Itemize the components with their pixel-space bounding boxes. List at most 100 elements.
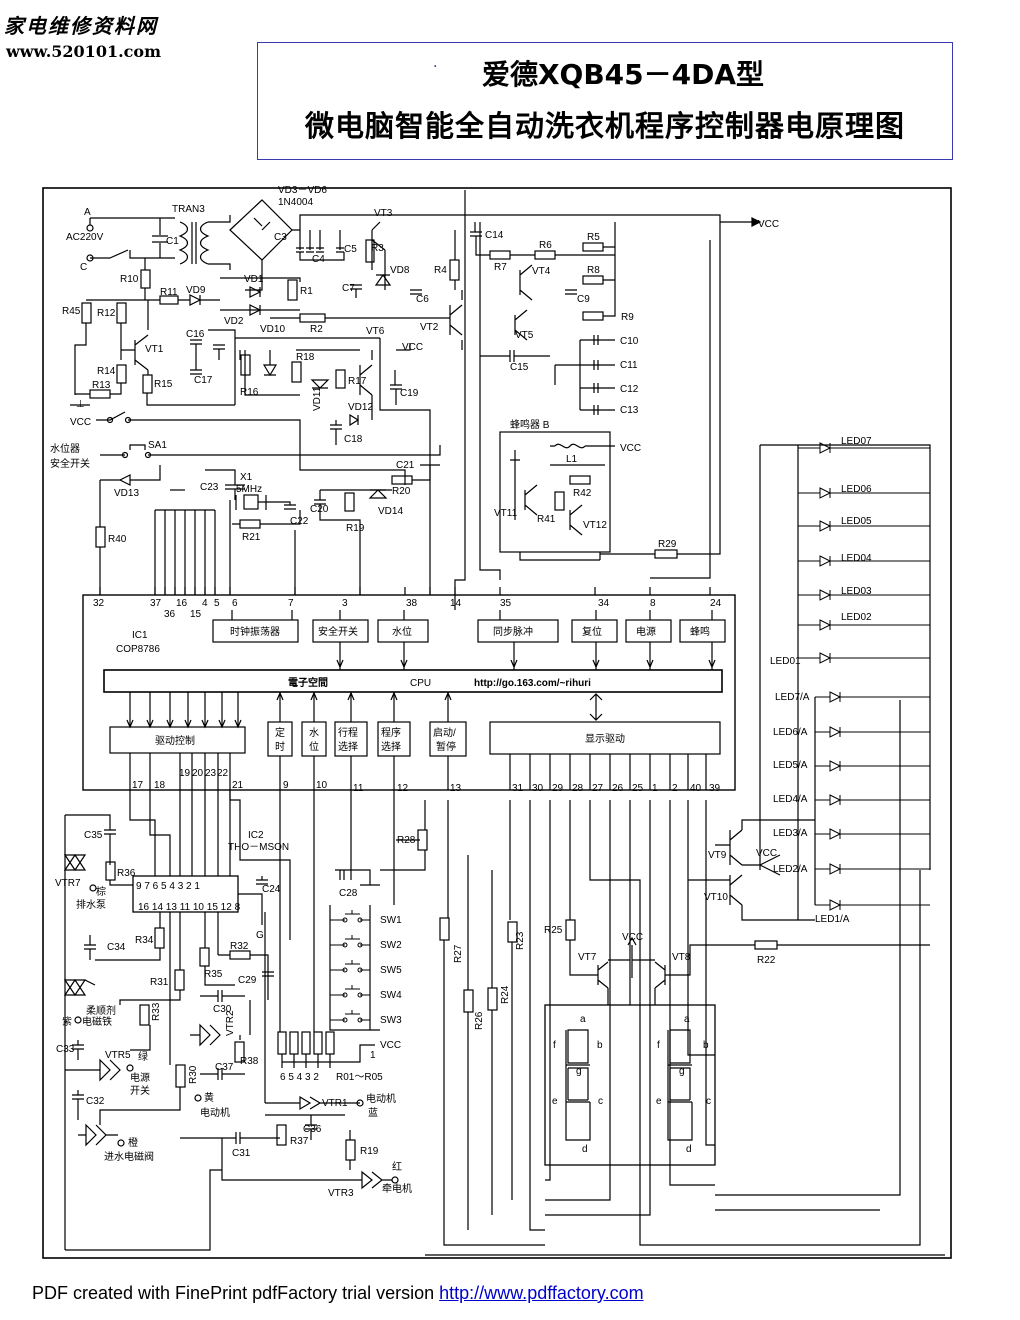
c23-label: C23 xyxy=(200,482,219,493)
sw1-label: SW1 xyxy=(380,915,402,926)
vd11-label: VD11 xyxy=(312,386,323,411)
pin-40: 40 xyxy=(690,783,702,794)
r29-label: R29 xyxy=(658,539,677,550)
block-stroke-select-2: 选择 xyxy=(338,740,358,753)
led05-label: LED05 xyxy=(841,516,872,527)
block-display-drive: 显示驱动 xyxy=(585,733,625,745)
schematic-frame xyxy=(42,187,952,1259)
vt11-label: VT11 xyxy=(494,508,518,519)
block-timer: 定 xyxy=(275,726,285,739)
led4a-label: LED4/A xyxy=(773,794,808,805)
seg2-d: d xyxy=(686,1144,692,1155)
pin-8: 8 xyxy=(650,598,656,609)
r33-label: R33 xyxy=(151,1002,162,1021)
node-a-label: A xyxy=(84,207,91,218)
r42-label: R42 xyxy=(573,488,592,499)
seg2-f: f xyxy=(657,1040,660,1051)
led-array-right: LED07 LED06 LED05 LED04 LED03 LED02 LED0… xyxy=(688,436,931,925)
cpu-label: CPU xyxy=(410,678,431,689)
sw3-label: SW3 xyxy=(380,1015,402,1026)
r25-label: R25 xyxy=(544,925,563,936)
tractor-label: 牵电机 xyxy=(382,1182,412,1195)
c15-label: C15 xyxy=(510,362,529,373)
pin-28: 28 xyxy=(572,783,584,794)
led02-label: LED02 xyxy=(841,612,872,623)
r4-label: R4 xyxy=(434,265,447,276)
pin-36: 36 xyxy=(164,609,176,620)
site-url[interactable]: www.520101.com xyxy=(6,42,161,61)
c18-label: C18 xyxy=(344,434,363,445)
r28-label: R28 xyxy=(397,835,416,846)
c19-label: C19 xyxy=(400,388,419,399)
c7-label: C7 xyxy=(342,283,355,294)
vtr5-label: VTR5 xyxy=(105,1050,131,1061)
block-reset: 复位 xyxy=(582,625,602,638)
r26-label: R26 xyxy=(474,1011,485,1030)
inlet-valve-label: 进水电磁阀 xyxy=(104,1150,154,1163)
led04-label: LED04 xyxy=(841,553,872,564)
block-drive-control: 驱动控制 xyxy=(155,734,195,747)
c21-label: C21 xyxy=(396,460,415,471)
pin-31: 31 xyxy=(512,783,524,794)
vd13-label: VD13 xyxy=(114,488,139,499)
seg2-a: a xyxy=(684,1014,690,1025)
vcc-buzzer-label: VCC xyxy=(620,443,641,454)
c1-label: C1 xyxy=(166,236,179,247)
vt9-label: VT9 xyxy=(708,850,727,861)
r9-label: R9 xyxy=(621,312,634,323)
led03-label: LED03 xyxy=(841,586,872,597)
c6-label: C6 xyxy=(416,294,429,305)
pin-35: 35 xyxy=(500,598,512,609)
vcc-mid-label: VCC xyxy=(402,342,423,353)
gnd-left: ⊥ xyxy=(76,399,85,410)
bridge-label: VD3－VD6 xyxy=(278,185,327,196)
buzzer-label: 蜂鸣器 B xyxy=(510,418,550,431)
tractor-color-label: 红 xyxy=(392,1160,402,1173)
node-c-label: C xyxy=(80,262,87,273)
clock-oscillator: X1 5MHz C23 R21 C22 C20 R19 VD14 R20 C21 xyxy=(154,460,440,595)
footer-link[interactable]: http://www.pdffactory.com xyxy=(439,1283,644,1303)
c32-label: C32 xyxy=(86,1096,105,1107)
pin-18: 18 xyxy=(154,780,166,791)
transformer-label: TRAN3 xyxy=(172,204,205,215)
c35-label: C35 xyxy=(84,830,103,841)
motor-yellow-label: 电动机 xyxy=(200,1106,230,1119)
r36-label: R36 xyxy=(117,868,136,879)
ic2-pins-top: 9 7 6 5 4 3 2 1 xyxy=(136,881,200,892)
seg1-f: f xyxy=(553,1040,556,1051)
r13-label: R13 xyxy=(92,380,111,391)
softener-color-label: 紫 xyxy=(62,1016,72,1028)
l1-label: L1 xyxy=(566,454,578,465)
block-water: 水 xyxy=(309,727,319,739)
r0x-pins: 6 5 4 3 2 xyxy=(280,1072,319,1083)
block-safety: 安全开关 xyxy=(318,625,358,638)
inlet-color-label: 橙 xyxy=(128,1136,138,1149)
r41-label: R41 xyxy=(537,514,556,525)
pin-29: 29 xyxy=(552,783,564,794)
ac-label: AC220V xyxy=(66,232,104,243)
title-line1: 爱德XQB45－4DA型 xyxy=(481,58,765,91)
sa1-label: SA1 xyxy=(148,440,167,451)
resistor-array-label: R01～R05 xyxy=(336,1072,383,1083)
r19b-label: R19 xyxy=(360,1146,379,1157)
seg1-g: g xyxy=(576,1066,582,1077)
cpu-banner-url[interactable]: http://go.163.com/~rihuri xyxy=(474,678,591,689)
cpu-banner: 電子空間 xyxy=(288,676,328,689)
r2-label: R2 xyxy=(310,324,323,335)
r45-label: R45 xyxy=(62,306,81,317)
pin-26: 26 xyxy=(612,783,624,794)
vd14-label: VD14 xyxy=(378,506,403,517)
buzzer-circuit: 蜂鸣器 B VCC L1 R42 VT11 R41 VT12 R29 xyxy=(494,222,721,579)
sw4-label: SW4 xyxy=(380,990,402,1001)
r3-label: R3 xyxy=(371,243,384,254)
vd8-label: VD8 xyxy=(390,265,410,276)
pin-23: 23 xyxy=(205,768,217,779)
led3a-label: LED3/A xyxy=(773,828,808,839)
block-program-select-2: 选择 xyxy=(381,740,401,753)
block-power: 电源 xyxy=(636,625,656,638)
ic2-name-label: IC2 xyxy=(248,830,264,841)
block-stroke-select: 行程 xyxy=(338,726,358,739)
r10-label: R10 xyxy=(120,274,139,285)
c17-label: C17 xyxy=(194,375,213,386)
